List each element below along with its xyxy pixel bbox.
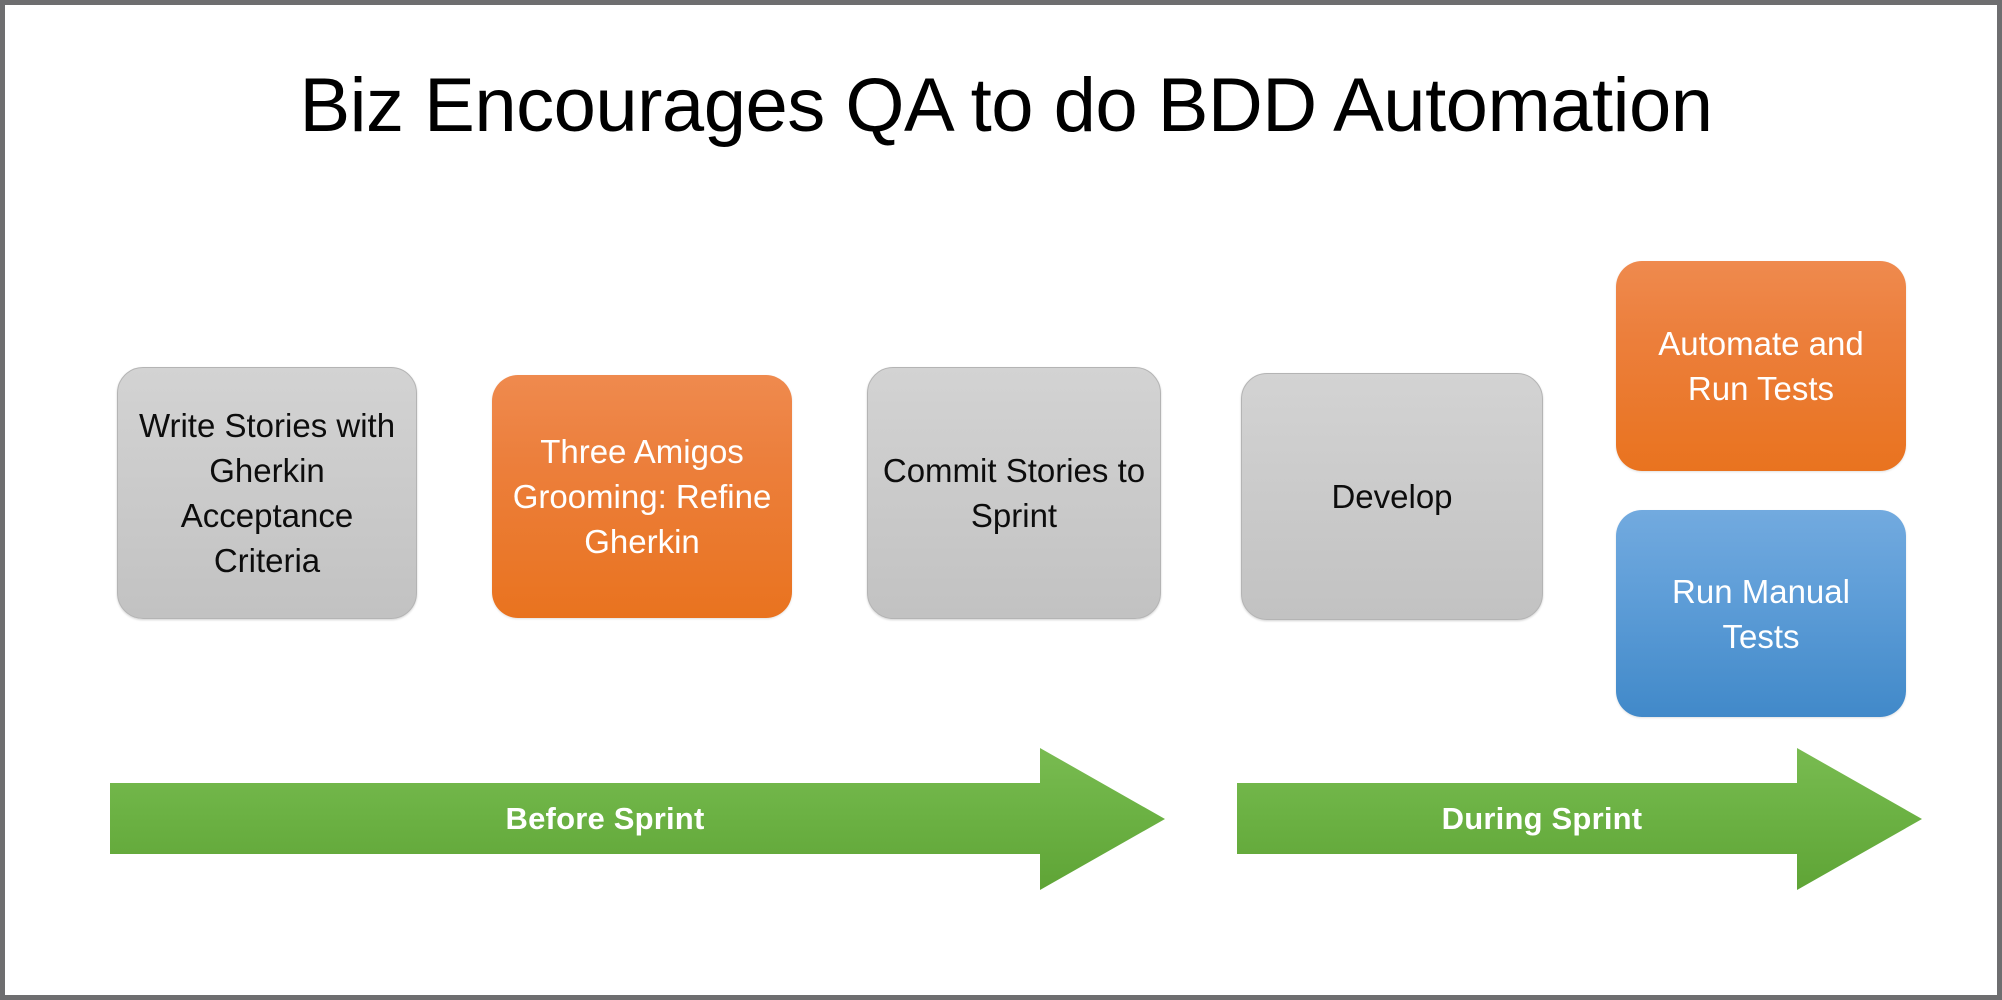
flow-node-write-stories[interactable]: Write Stories with Gherkin Acceptance Cr…	[117, 367, 417, 619]
flow-node-label: Develop	[1331, 478, 1453, 515]
flow-node-label: Run Manual Tests	[1672, 572, 1850, 655]
flow-node-run-manual-tests[interactable]: Run Manual Tests	[1616, 510, 1906, 717]
right-arrow-icon	[1237, 748, 1922, 890]
page-title: Biz Encourages QA to do BDD Automation	[299, 63, 1713, 148]
phase-arrow-label: Before Sprint	[505, 801, 705, 836]
flow-node-three-amigos[interactable]: Three Amigos Grooming: Refine Gherkin	[492, 375, 792, 618]
phase-arrow-before-sprint[interactable]: Before Sprint	[110, 748, 1165, 890]
phase-arrow-label: During Sprint	[1441, 801, 1643, 836]
flow-node-develop[interactable]: Develop	[1241, 373, 1543, 620]
flow-node-label: Automate and Run Tests	[1658, 325, 1864, 407]
flow-node-label: Commit Stories to Sprint	[882, 452, 1146, 534]
right-arrow-icon	[110, 748, 1165, 890]
flow-node-automate-and-run-tests[interactable]: Automate and Run Tests	[1616, 261, 1906, 471]
phase-arrow-during-sprint[interactable]: During Sprint	[1237, 748, 1922, 890]
flow-node-label: Write Stories with Gherkin Acceptance Cr…	[138, 407, 396, 579]
flow-node-label: Three Amigos Grooming: Refine Gherkin	[512, 433, 772, 560]
flow-node-commit-stories[interactable]: Commit Stories to Sprint	[867, 367, 1161, 619]
